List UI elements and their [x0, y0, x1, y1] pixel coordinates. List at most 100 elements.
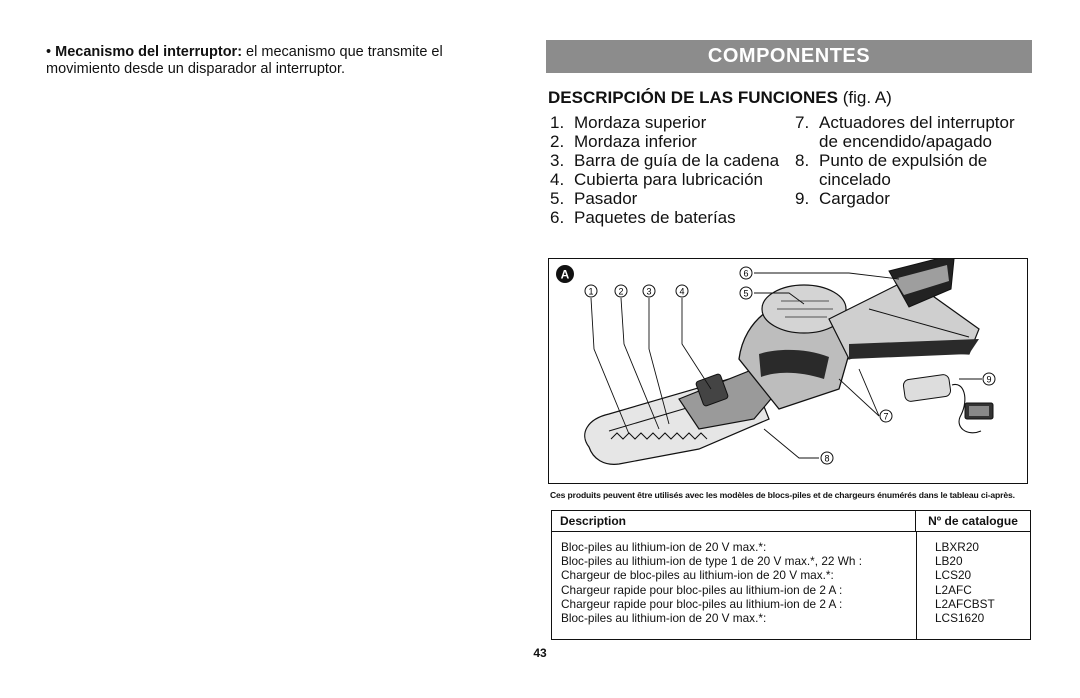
table-cell-description: Chargeur rapide pour bloc-piles au lithi… — [561, 596, 843, 611]
svg-text:8: 8 — [824, 454, 829, 464]
handle-grip — [849, 339, 979, 359]
callout-5: 5 — [739, 286, 753, 300]
upper-jaw-shape — [678, 370, 782, 430]
feature-item: 1. Mordaza superior — [550, 113, 706, 132]
table-cell-catalog: LCS20 — [935, 568, 972, 583]
feature-number: 3. — [550, 151, 565, 170]
definition-text-line1: el mecanismo que transmite el — [242, 44, 443, 60]
feature-number — [795, 170, 819, 189]
left-column: • Mecanismo del interruptor: el mecanism… — [46, 44, 516, 78]
page-number: 43 — [533, 646, 547, 660]
feature-label: Punto de expulsión de — [819, 151, 988, 170]
feature-label: cincelado — [819, 170, 891, 189]
feature-number: 5. — [550, 189, 565, 208]
feature-label: Mordaza superior — [574, 113, 707, 132]
callout-7: 7 — [879, 409, 893, 423]
header-description: Description — [560, 514, 627, 528]
feature-label: Mordaza inferior — [574, 132, 697, 151]
catalog-column: LBXR20 LB20 LCS20 L2AFC L2AFCBST LCS1620 — [916, 532, 1030, 640]
feature-item: 5. Pasador — [550, 189, 637, 208]
table-header-row: Description Nº de catalogue — [552, 511, 1030, 532]
callout-4: 4 — [675, 284, 689, 298]
svg-text:6: 6 — [743, 269, 748, 279]
feature-number — [795, 132, 819, 151]
battery-top — [894, 265, 949, 295]
charger-plug-face — [969, 406, 989, 416]
motor-vents — [777, 300, 833, 318]
table-body: Bloc-piles au lithium-ion de 20 V max.*:… — [552, 532, 1030, 640]
feature-list: 1. Mordaza superior 2. Mordaza inferior … — [546, 113, 1032, 233]
feature-item: 9. Cargador — [795, 189, 890, 208]
callout-2: 2 — [614, 284, 628, 298]
table-cell-description: Chargeur de bloc-piles au lithium-ion de… — [561, 568, 834, 583]
svg-text:2: 2 — [618, 287, 623, 297]
callout-leaders — [590, 272, 982, 459]
figure-a: A — [548, 258, 1028, 484]
svg-text:7: 7 — [883, 412, 888, 422]
svg-text:1: 1 — [588, 287, 593, 297]
header-catalog: Nº de catalogue — [915, 511, 1030, 531]
definition-text-line2: movimiento desde un disparador al interr… — [46, 61, 346, 77]
charger-cable — [951, 383, 982, 434]
table-cell-description: Chargeur rapide pour bloc-piles au lithi… — [561, 582, 843, 597]
lubrication-cover — [695, 373, 729, 407]
table-cell-catalog: LBXR20 — [935, 540, 979, 554]
feature-number: 4. — [550, 170, 565, 189]
feature-item: 3. Barra de guía de la cadena — [550, 151, 779, 170]
table-cell-description: Bloc-piles au lithium-ion de type 1 de 2… — [561, 554, 862, 569]
section-heading: DESCRIPCIÓN DE LAS FUNCIONES (fig. A) — [548, 88, 1032, 108]
feature-number: 7. — [795, 113, 810, 132]
compatibility-table: Description Nº de catalogue Bloc-piles a… — [551, 510, 1031, 640]
feature-item-continuation: de encendido/apagado — [795, 132, 992, 151]
bullet-marker: • — [46, 44, 52, 60]
figure-label: A — [561, 268, 570, 282]
feature-item: 8. Punto de expulsión de — [795, 151, 987, 170]
grip-band — [759, 349, 829, 379]
svg-text:4: 4 — [679, 287, 684, 297]
feature-label: Cubierta para lubricación — [574, 170, 763, 189]
switch-mechanism-definition: • Mecanismo del interruptor: el mecanism… — [46, 44, 516, 78]
callout-3: 3 — [642, 284, 656, 298]
feature-number: 1. — [550, 113, 565, 132]
callout-9: 9 — [982, 372, 996, 386]
saw-teeth — [610, 432, 708, 440]
feature-item: 2. Mordaza inferior — [550, 132, 697, 151]
handle-edge — [868, 308, 970, 338]
feature-item: 4. Cubierta para lubricación — [550, 170, 763, 189]
section-heading-ref: (fig. A) — [837, 88, 892, 107]
charger-body — [902, 374, 952, 402]
table-cell-catalog: L2AFC — [935, 582, 972, 597]
pruning-saw-illustration: A — [556, 259, 996, 465]
feature-label: Actuadores del interruptor — [819, 113, 1015, 132]
table-cell-catalog: LCS1620 — [935, 610, 985, 625]
feature-label: Paquetes de baterías — [574, 208, 736, 227]
feature-label: Cargador — [819, 189, 890, 208]
svg-text:5: 5 — [743, 289, 748, 299]
table-cell-catalog: L2AFCBST — [935, 596, 995, 611]
feature-label: Pasador — [574, 189, 638, 208]
feature-number: 8. — [795, 151, 810, 170]
callout-6: 6 — [739, 266, 753, 280]
feature-item: 6. Paquetes de baterías — [550, 208, 736, 227]
callout-8: 8 — [820, 451, 834, 465]
section-banner: COMPONENTES — [546, 40, 1032, 73]
feature-label: de encendido/apagado — [819, 132, 992, 151]
svg-text:9: 9 — [986, 375, 991, 385]
feature-number: 2. — [550, 132, 565, 151]
description-column: Bloc-piles au lithium-ion de 20 V max.*:… — [552, 532, 916, 640]
callout-1: 1 — [584, 284, 598, 298]
feature-number: 9. — [795, 189, 810, 208]
compatibility-note: Ces produits peuvent être utilisés avec … — [550, 490, 1015, 500]
feature-number: 6. — [550, 208, 565, 227]
right-column: COMPONENTES DESCRIPCIÓN DE LAS FUNCIONES… — [546, 40, 1032, 233]
definition-term: Mecanismo del interruptor: — [55, 44, 243, 60]
section-heading-title: DESCRIPCIÓN DE LAS FUNCIONES — [548, 88, 838, 107]
figure-label-badge — [556, 265, 574, 283]
table-cell-catalog: LB20 — [935, 554, 963, 569]
svg-text:3: 3 — [646, 287, 651, 297]
banner-title: COMPONENTES — [707, 45, 871, 67]
feature-item-continuation: cincelado — [795, 170, 891, 189]
feature-item: 7. Actuadores del interruptor — [795, 113, 1015, 132]
table-cell-description: Bloc-piles au lithium-ion de 20 V max.*: — [561, 540, 767, 554]
feature-label: Barra de guía de la cadena — [574, 151, 780, 170]
